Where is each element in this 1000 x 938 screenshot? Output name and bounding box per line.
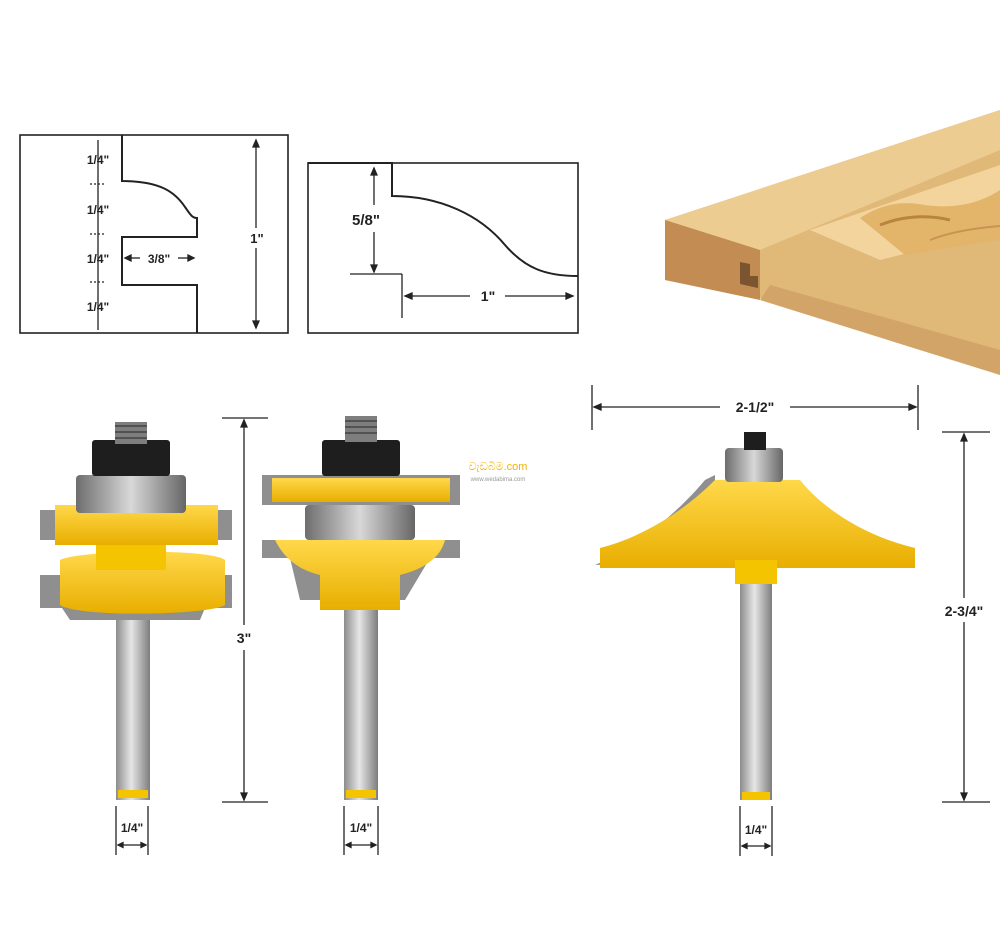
nut-left: [92, 440, 170, 476]
profile-left-diagram: 1/4" 1/4" 1/4" 1/4" 3/8" 1": [19, 134, 289, 334]
bit-height-dimension: [222, 417, 268, 803]
profile-left-segment-3: 1/4": [87, 252, 109, 266]
cutter-body-right: [600, 480, 915, 568]
profile-left-segment-1: 1/4": [87, 153, 109, 167]
profile-left-height-dimension: [252, 138, 260, 330]
shank-middle-dimension: [343, 806, 379, 855]
shank-left-label: 1/4": [121, 821, 143, 835]
bearing-right: [725, 448, 783, 482]
rail-bit-left: [40, 422, 232, 800]
shank-middle: [344, 600, 378, 800]
panel-height-dimension: [942, 431, 990, 803]
profile-right-outline: [308, 162, 579, 277]
shank-middle-label: 1/4": [350, 821, 372, 835]
shank-right-dimension: [739, 806, 773, 856]
watermark-brand: වැඩබිම.com: [469, 461, 528, 473]
bearing-left: [76, 475, 186, 513]
cutter-body-middle: [275, 540, 445, 610]
profile-right-height-dimension: [350, 166, 403, 318]
panel-height-label: 2-3/4": [945, 603, 984, 619]
shank-right-label: 1/4": [745, 823, 767, 837]
profile-left-height-label: 1": [250, 231, 263, 246]
shank-left: [116, 600, 150, 800]
shank-right: [740, 575, 772, 800]
profile-right-height-label: 5/8": [352, 212, 380, 229]
watermark-logo: වැඩබිම.com www.wedabima.com: [469, 461, 528, 483]
profile-left-segment-dimensions: [90, 140, 106, 330]
profile-right-frame: [307, 162, 579, 334]
profile-right-diagram: 5/8" 1": [307, 162, 579, 334]
watermark-url: www.wedabima.com: [470, 477, 526, 483]
profile-right-width-dimension: [403, 292, 575, 300]
bearing-middle: [305, 505, 415, 540]
profile-left-segment-2: 1/4": [87, 203, 109, 217]
panel-width-label: 2-1/2": [736, 399, 775, 415]
profile-left-frame: [19, 134, 289, 334]
shank-left-dimension: [115, 806, 149, 855]
bit-height-label: 3": [237, 630, 251, 646]
profile-left-width-label: 3/8": [148, 252, 170, 266]
profile-left-width-dimension: [123, 253, 196, 263]
stile-bit-middle: [262, 416, 460, 800]
profile-right-width-label: 1": [481, 288, 495, 304]
wood-frame-image: [665, 110, 1000, 375]
profile-left-outline: [121, 135, 198, 333]
raised-panel-bit-right: [595, 432, 915, 800]
profile-left-segment-4: 1/4": [87, 300, 109, 314]
nut-middle: [322, 440, 400, 476]
panel-width-dimension: [591, 385, 919, 430]
